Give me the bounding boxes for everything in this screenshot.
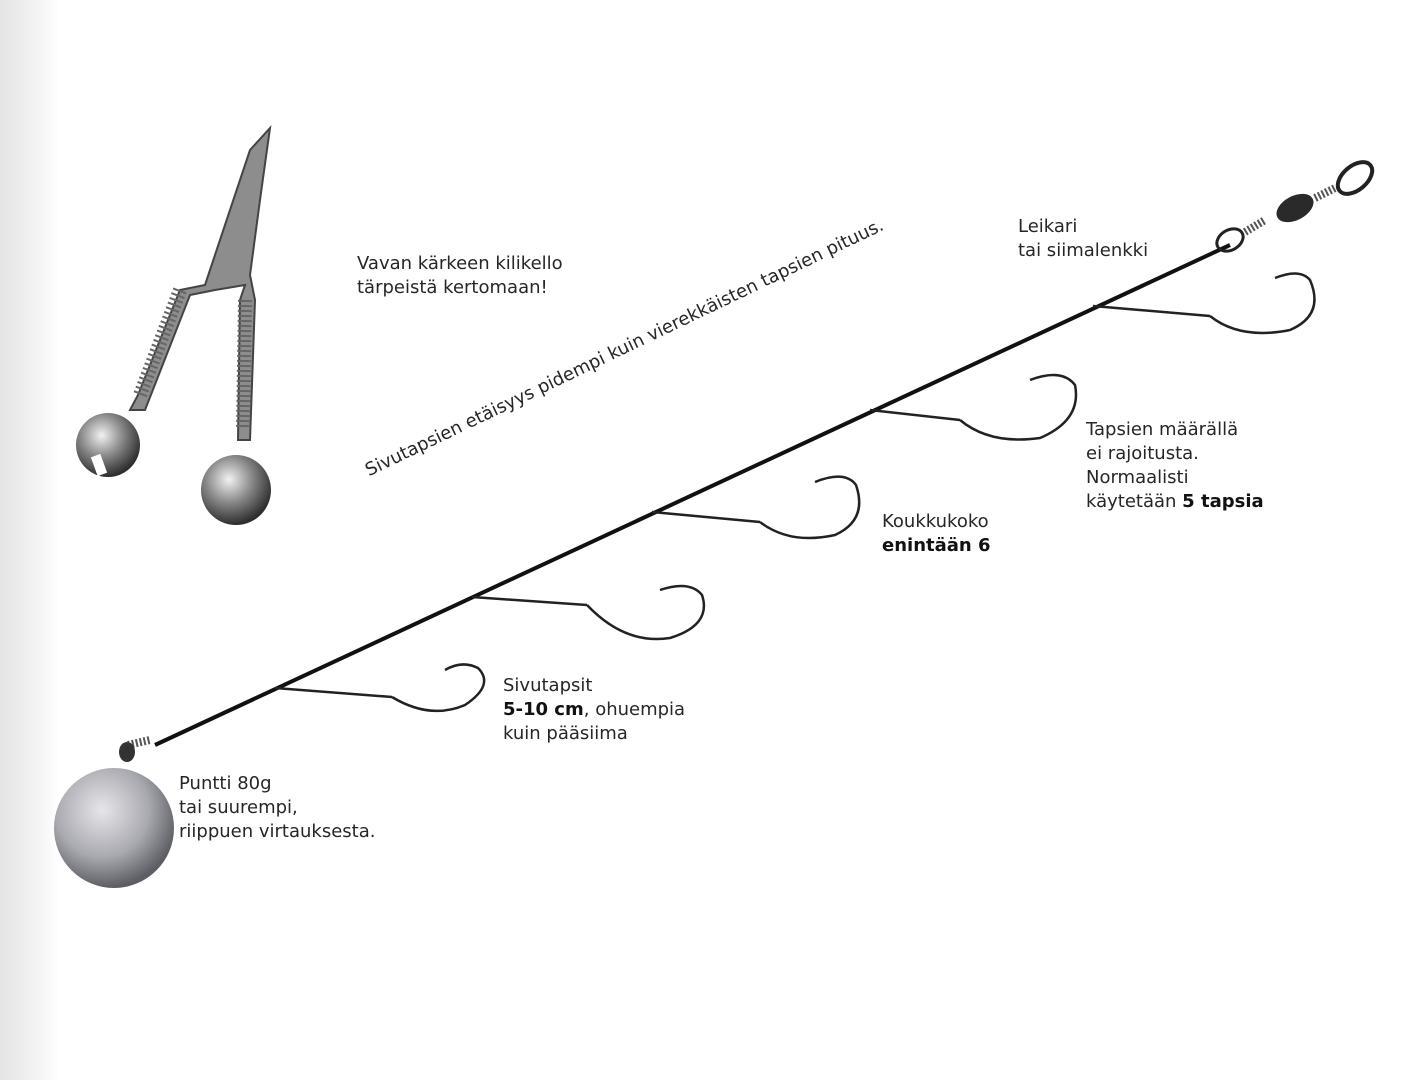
- sinker-line: tai suurempi,: [179, 797, 298, 818]
- count-line: ei rajoitusta.: [1086, 443, 1199, 464]
- count-line: käytetään 5 tapsia: [1086, 490, 1264, 514]
- snood-bold: 5-10 cm: [503, 699, 584, 720]
- count-bold: 5 tapsia: [1182, 491, 1264, 512]
- snood: [471, 595, 588, 607]
- snood: [651, 510, 761, 524]
- hook-icon: [1209, 272, 1316, 335]
- snood: [274, 686, 393, 699]
- main-line: [154, 243, 1231, 747]
- hook-icon: [391, 663, 486, 713]
- hooks: [274, 272, 1316, 713]
- hook-icon: [959, 373, 1078, 441]
- swivel-label: Leikari tai siimalenkki: [1018, 215, 1148, 263]
- hook-icon: [759, 475, 861, 540]
- hook-icon: [586, 584, 706, 641]
- hook-size-label: Koukkukoko enintään 6: [882, 510, 991, 558]
- sinker-label: Puntti 80g tai suurempi, riippuen virtau…: [179, 772, 375, 844]
- snood-text: , ohuempia: [583, 699, 686, 720]
- bell-label: Vavan kärkeen kilikello tärpeistä kertom…: [357, 252, 563, 300]
- bell-clip-icon: [76, 124, 272, 525]
- count-line: Tapsien määrällä: [1086, 419, 1239, 440]
- snood-line: Sivutapsit: [503, 675, 593, 696]
- sinker-line: riippuen virtauksesta.: [179, 821, 376, 842]
- sinker-line: Puntti 80g: [179, 773, 272, 794]
- swivel-label-line: tai siimalenkki: [1018, 240, 1149, 261]
- snood: [869, 408, 961, 422]
- snood: [1092, 304, 1211, 318]
- swivel-icon: [1215, 160, 1375, 253]
- bell-label-line: Vavan kärkeen kilikello: [357, 253, 563, 274]
- hook-size-line: Koukkukoko: [882, 511, 989, 532]
- bell-label-line: tärpeistä kertomaan!: [357, 277, 548, 298]
- sinker-icon: [54, 736, 174, 888]
- snood-length-label: Sivutapsit 5-10 cm, ohuempia kuin pääsii…: [503, 674, 685, 746]
- hook-size-bold: enintään 6: [882, 535, 991, 556]
- snood-line: kuin pääsiima: [503, 723, 628, 744]
- count-text: käytetään: [1086, 491, 1183, 512]
- page-edge-shadow: [0, 0, 60, 1080]
- count-line: Normaalisti: [1086, 467, 1189, 488]
- snood-line: 5-10 cm, ohuempia: [503, 698, 685, 722]
- snood-count-label: Tapsien määrällä ei rajoitusta. Normaali…: [1086, 418, 1264, 514]
- swivel-label-line: Leikari: [1018, 216, 1078, 237]
